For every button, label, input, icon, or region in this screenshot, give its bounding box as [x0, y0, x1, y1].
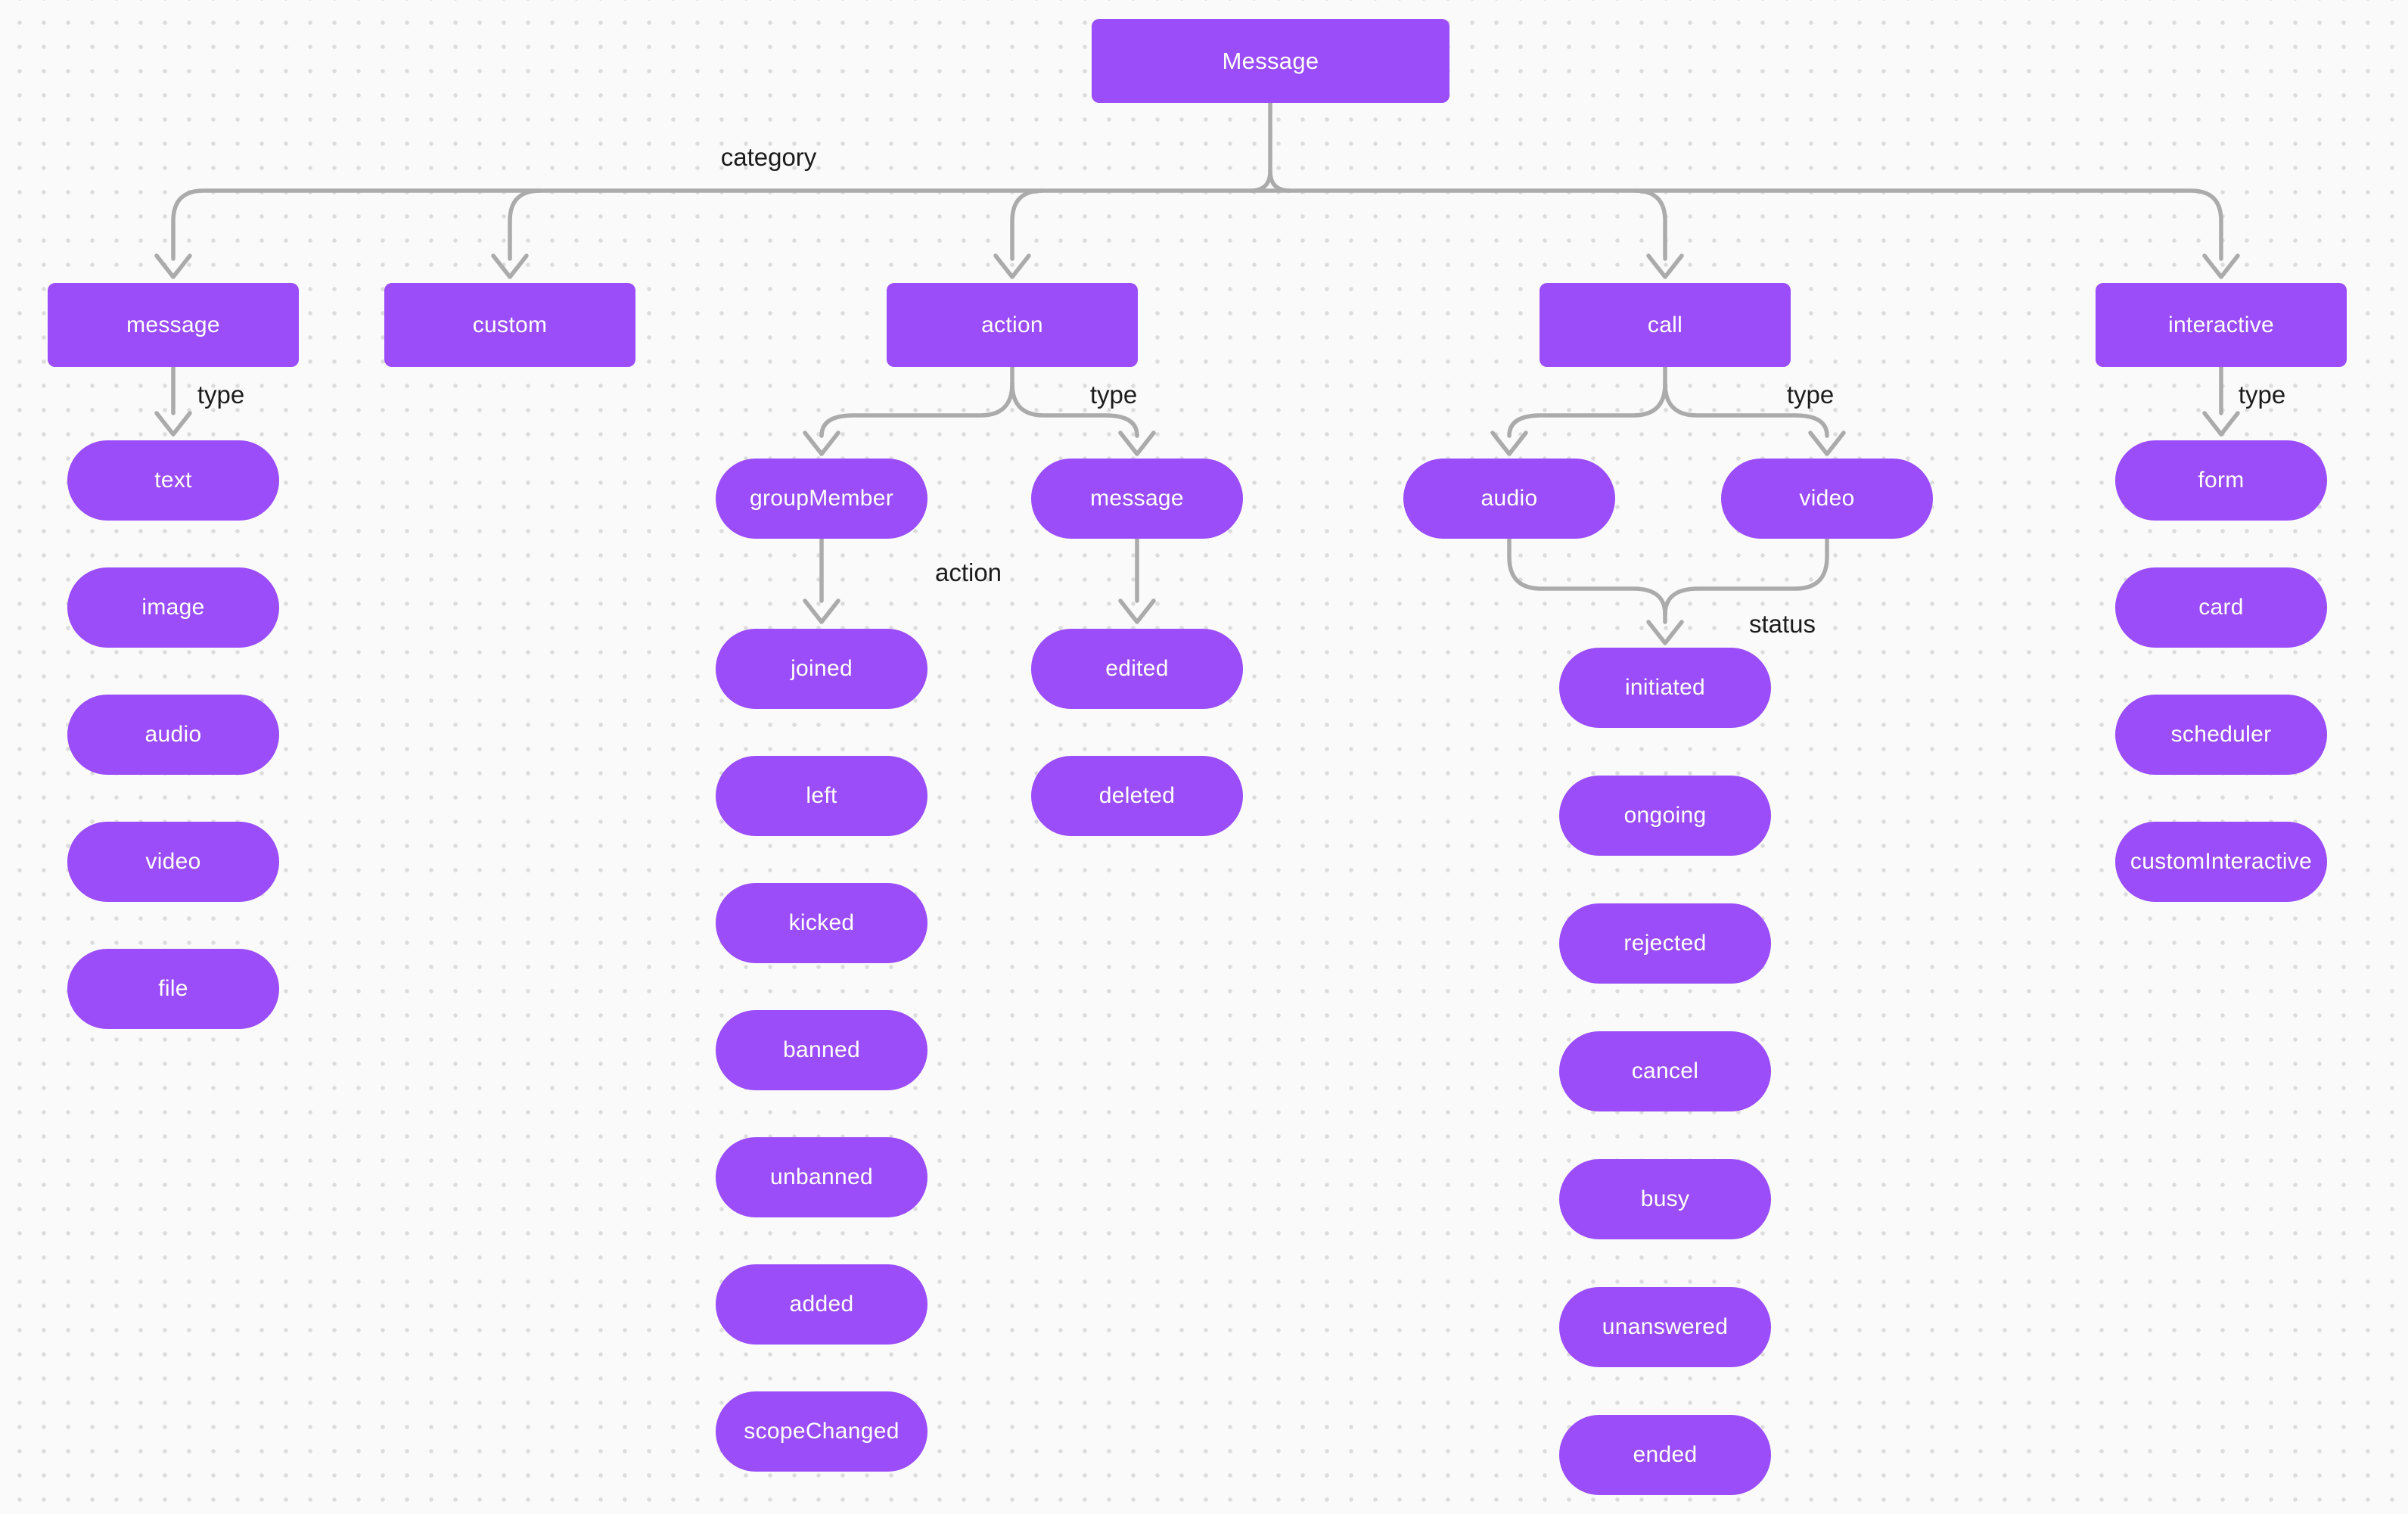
arrowhead-audio — [1490, 431, 1528, 456]
node-left[interactable]: left — [716, 756, 927, 836]
node-deleted[interactable]: deleted — [1031, 756, 1243, 836]
edge-label-group-action: action — [934, 558, 1002, 586]
node-category-action[interactable]: action — [887, 283, 1138, 367]
node-added[interactable]: added — [716, 1264, 927, 1345]
arrowhead-video — [1808, 431, 1846, 456]
node-category-interactive[interactable]: interactive — [2096, 283, 2347, 367]
arrowhead-initiated — [1646, 620, 1684, 645]
edge-label-message-type: type — [197, 381, 245, 409]
edge-root-flare-right — [1268, 169, 1292, 193]
node-call-audio[interactable]: audio — [1403, 459, 1615, 539]
edge-label-action-type: type — [1089, 381, 1138, 409]
arrowhead-joined — [803, 598, 840, 624]
node-video-message[interactable]: video — [67, 822, 279, 902]
node-edited[interactable]: edited — [1031, 629, 1243, 709]
node-initiated[interactable]: initiated — [1559, 648, 1771, 728]
node-scopechanged[interactable]: scopeChanged — [716, 1391, 927, 1472]
node-ongoing[interactable]: ongoing — [1559, 776, 1771, 856]
node-banned[interactable]: banned — [716, 1010, 927, 1090]
node-groupmember[interactable]: groupMember — [716, 459, 927, 539]
edge-action-to-groupmember — [819, 381, 1014, 438]
edge-category-trunk — [171, 188, 2223, 261]
arrowhead-custom — [491, 253, 529, 279]
node-ended[interactable]: ended — [1559, 1415, 1771, 1495]
arrowhead-groupmember — [803, 431, 840, 456]
edge-video-merge — [1663, 536, 1829, 617]
node-custominteractive[interactable]: customInteractive — [2115, 822, 2327, 902]
arrowhead-call — [1646, 253, 1684, 279]
edge-audio-merge — [1507, 536, 1667, 617]
node-text[interactable]: text — [67, 440, 279, 521]
node-rejected[interactable]: rejected — [1559, 903, 1771, 984]
edge-label-call-status: status — [1748, 610, 1816, 638]
edge-drop-call — [1633, 188, 1667, 261]
arrowhead-action-message — [1118, 431, 1156, 456]
node-category-message[interactable]: message — [48, 283, 299, 367]
edge-drop-custom — [508, 188, 542, 261]
arrowhead-text — [154, 411, 192, 437]
edge-label-category: category — [720, 143, 817, 171]
node-category-call[interactable]: call — [1540, 283, 1791, 367]
arrowhead-interactive — [2202, 253, 2240, 279]
node-category-custom[interactable]: custom — [384, 283, 635, 367]
edge-label-interactive-type: type — [2238, 381, 2286, 409]
edge-action-to-message — [1010, 381, 1139, 438]
node-cancel[interactable]: cancel — [1559, 1031, 1771, 1111]
node-card[interactable]: card — [2115, 567, 2327, 648]
edge-call-to-audio — [1507, 381, 1667, 438]
node-image[interactable]: image — [67, 567, 279, 648]
edge-label-call-type: type — [1786, 381, 1835, 409]
node-unbanned[interactable]: unbanned — [716, 1137, 927, 1217]
node-busy[interactable]: busy — [1559, 1159, 1771, 1239]
node-action-message[interactable]: message — [1031, 459, 1243, 539]
node-audio-message[interactable]: audio — [67, 695, 279, 775]
node-call-video[interactable]: video — [1721, 459, 1933, 539]
edge-drop-action — [1010, 188, 1045, 261]
node-form[interactable]: form — [2115, 440, 2327, 521]
arrowhead-form — [2202, 411, 2240, 437]
node-kicked[interactable]: kicked — [716, 883, 927, 963]
node-file[interactable]: file — [67, 949, 279, 1029]
edge-root-flare-left — [1248, 169, 1272, 193]
node-joined[interactable]: joined — [716, 629, 927, 709]
arrowhead-message — [154, 253, 192, 279]
node-scheduler[interactable]: scheduler — [2115, 695, 2327, 775]
arrowhead-edited — [1118, 598, 1156, 624]
node-unanswered[interactable]: unanswered — [1559, 1287, 1771, 1367]
edge-call-to-video — [1663, 381, 1829, 438]
node-message-root[interactable]: Message — [1092, 19, 1449, 103]
arrowhead-action — [993, 253, 1031, 279]
